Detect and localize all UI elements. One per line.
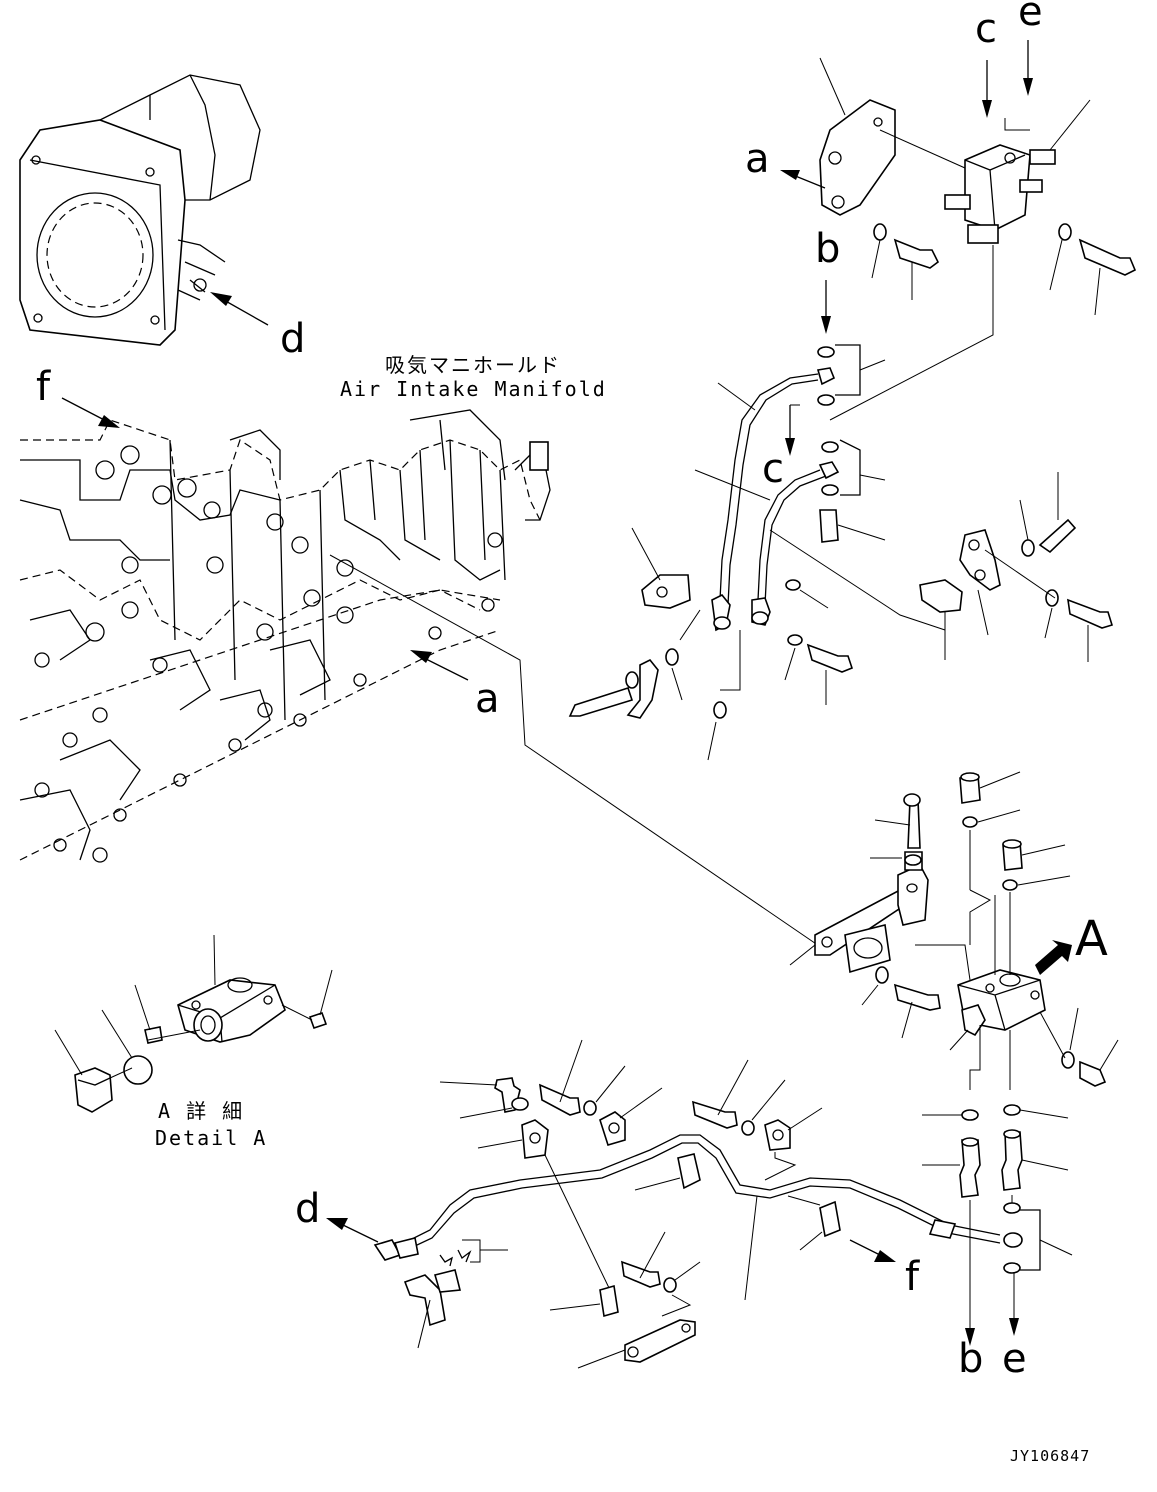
plate-fasteners bbox=[871, 223, 1137, 316]
label-f-manifold: f bbox=[36, 364, 51, 410]
drawing-code: JY106847 bbox=[1010, 1447, 1090, 1465]
caption-detail-en: Detail A bbox=[155, 1126, 267, 1150]
bracket-plate-top bbox=[819, 57, 896, 216]
bracket-right-top bbox=[919, 472, 1114, 662]
callout-arrow-f-manifold bbox=[61, 397, 120, 428]
clip-left bbox=[631, 527, 691, 609]
label-e-top: e bbox=[1018, 0, 1043, 35]
label-e-bottom: e bbox=[1002, 1336, 1027, 1382]
manifold-bolts bbox=[34, 445, 503, 863]
label-a-top: a bbox=[745, 136, 770, 182]
label-A-detail-pointer: A bbox=[1075, 911, 1108, 967]
callout-arrow-A bbox=[1035, 940, 1072, 975]
label-b-top: b bbox=[815, 226, 840, 272]
leader-plate-to-valve bbox=[879, 129, 966, 169]
turbo-housing-drawing bbox=[19, 74, 261, 346]
label-c-mid: c bbox=[762, 446, 784, 492]
union-fittings bbox=[922, 1104, 1073, 1346]
leader-manifold-to-bracket bbox=[329, 554, 826, 951]
elbow-connector-bottom bbox=[403, 1239, 508, 1349]
callout-arrow-a-manifold bbox=[410, 650, 469, 681]
callout-arrow-c-top bbox=[982, 60, 992, 118]
callout-arrow-c-mid bbox=[785, 404, 800, 456]
cap-fittings bbox=[959, 771, 1071, 1090]
tube-clips-bottom bbox=[439, 1039, 841, 1369]
caption-manifold-en: Air Intake Manifold bbox=[340, 377, 607, 401]
bottom-fittings-top bbox=[568, 579, 853, 761]
support-bracket-mid bbox=[789, 793, 971, 981]
label-a-manifold: a bbox=[475, 676, 500, 722]
label-c-top: c bbox=[975, 6, 997, 52]
valve-block-A bbox=[861, 966, 1119, 1087]
label-f-bottom: f bbox=[905, 1254, 920, 1300]
callout-arrow-d-bottom bbox=[326, 1218, 379, 1243]
detail-A-drawing bbox=[54, 934, 333, 1113]
label-b-bottom: b bbox=[958, 1336, 983, 1382]
callout-arrow-b-top bbox=[821, 280, 831, 334]
callout-arrow-f-bottom bbox=[849, 1239, 896, 1262]
caption-detail-jp: A 詳 細 bbox=[158, 1099, 244, 1123]
callout-arrow-e-top bbox=[1004, 40, 1033, 131]
callout-arrow-a-top bbox=[780, 170, 826, 189]
callout-arrow-d-top bbox=[210, 292, 269, 326]
label-d-top: d bbox=[280, 316, 305, 362]
intake-manifold-drawing bbox=[19, 409, 551, 863]
tube-assembly-top bbox=[694, 344, 946, 632]
solenoid-valve bbox=[944, 99, 1091, 244]
caption-manifold-jp: 吸気マニホールド bbox=[385, 353, 561, 377]
leader-valve-to-tube bbox=[829, 245, 994, 421]
long-tube-bottom bbox=[373, 1134, 1001, 1301]
label-d-bottom: d bbox=[295, 1186, 320, 1232]
